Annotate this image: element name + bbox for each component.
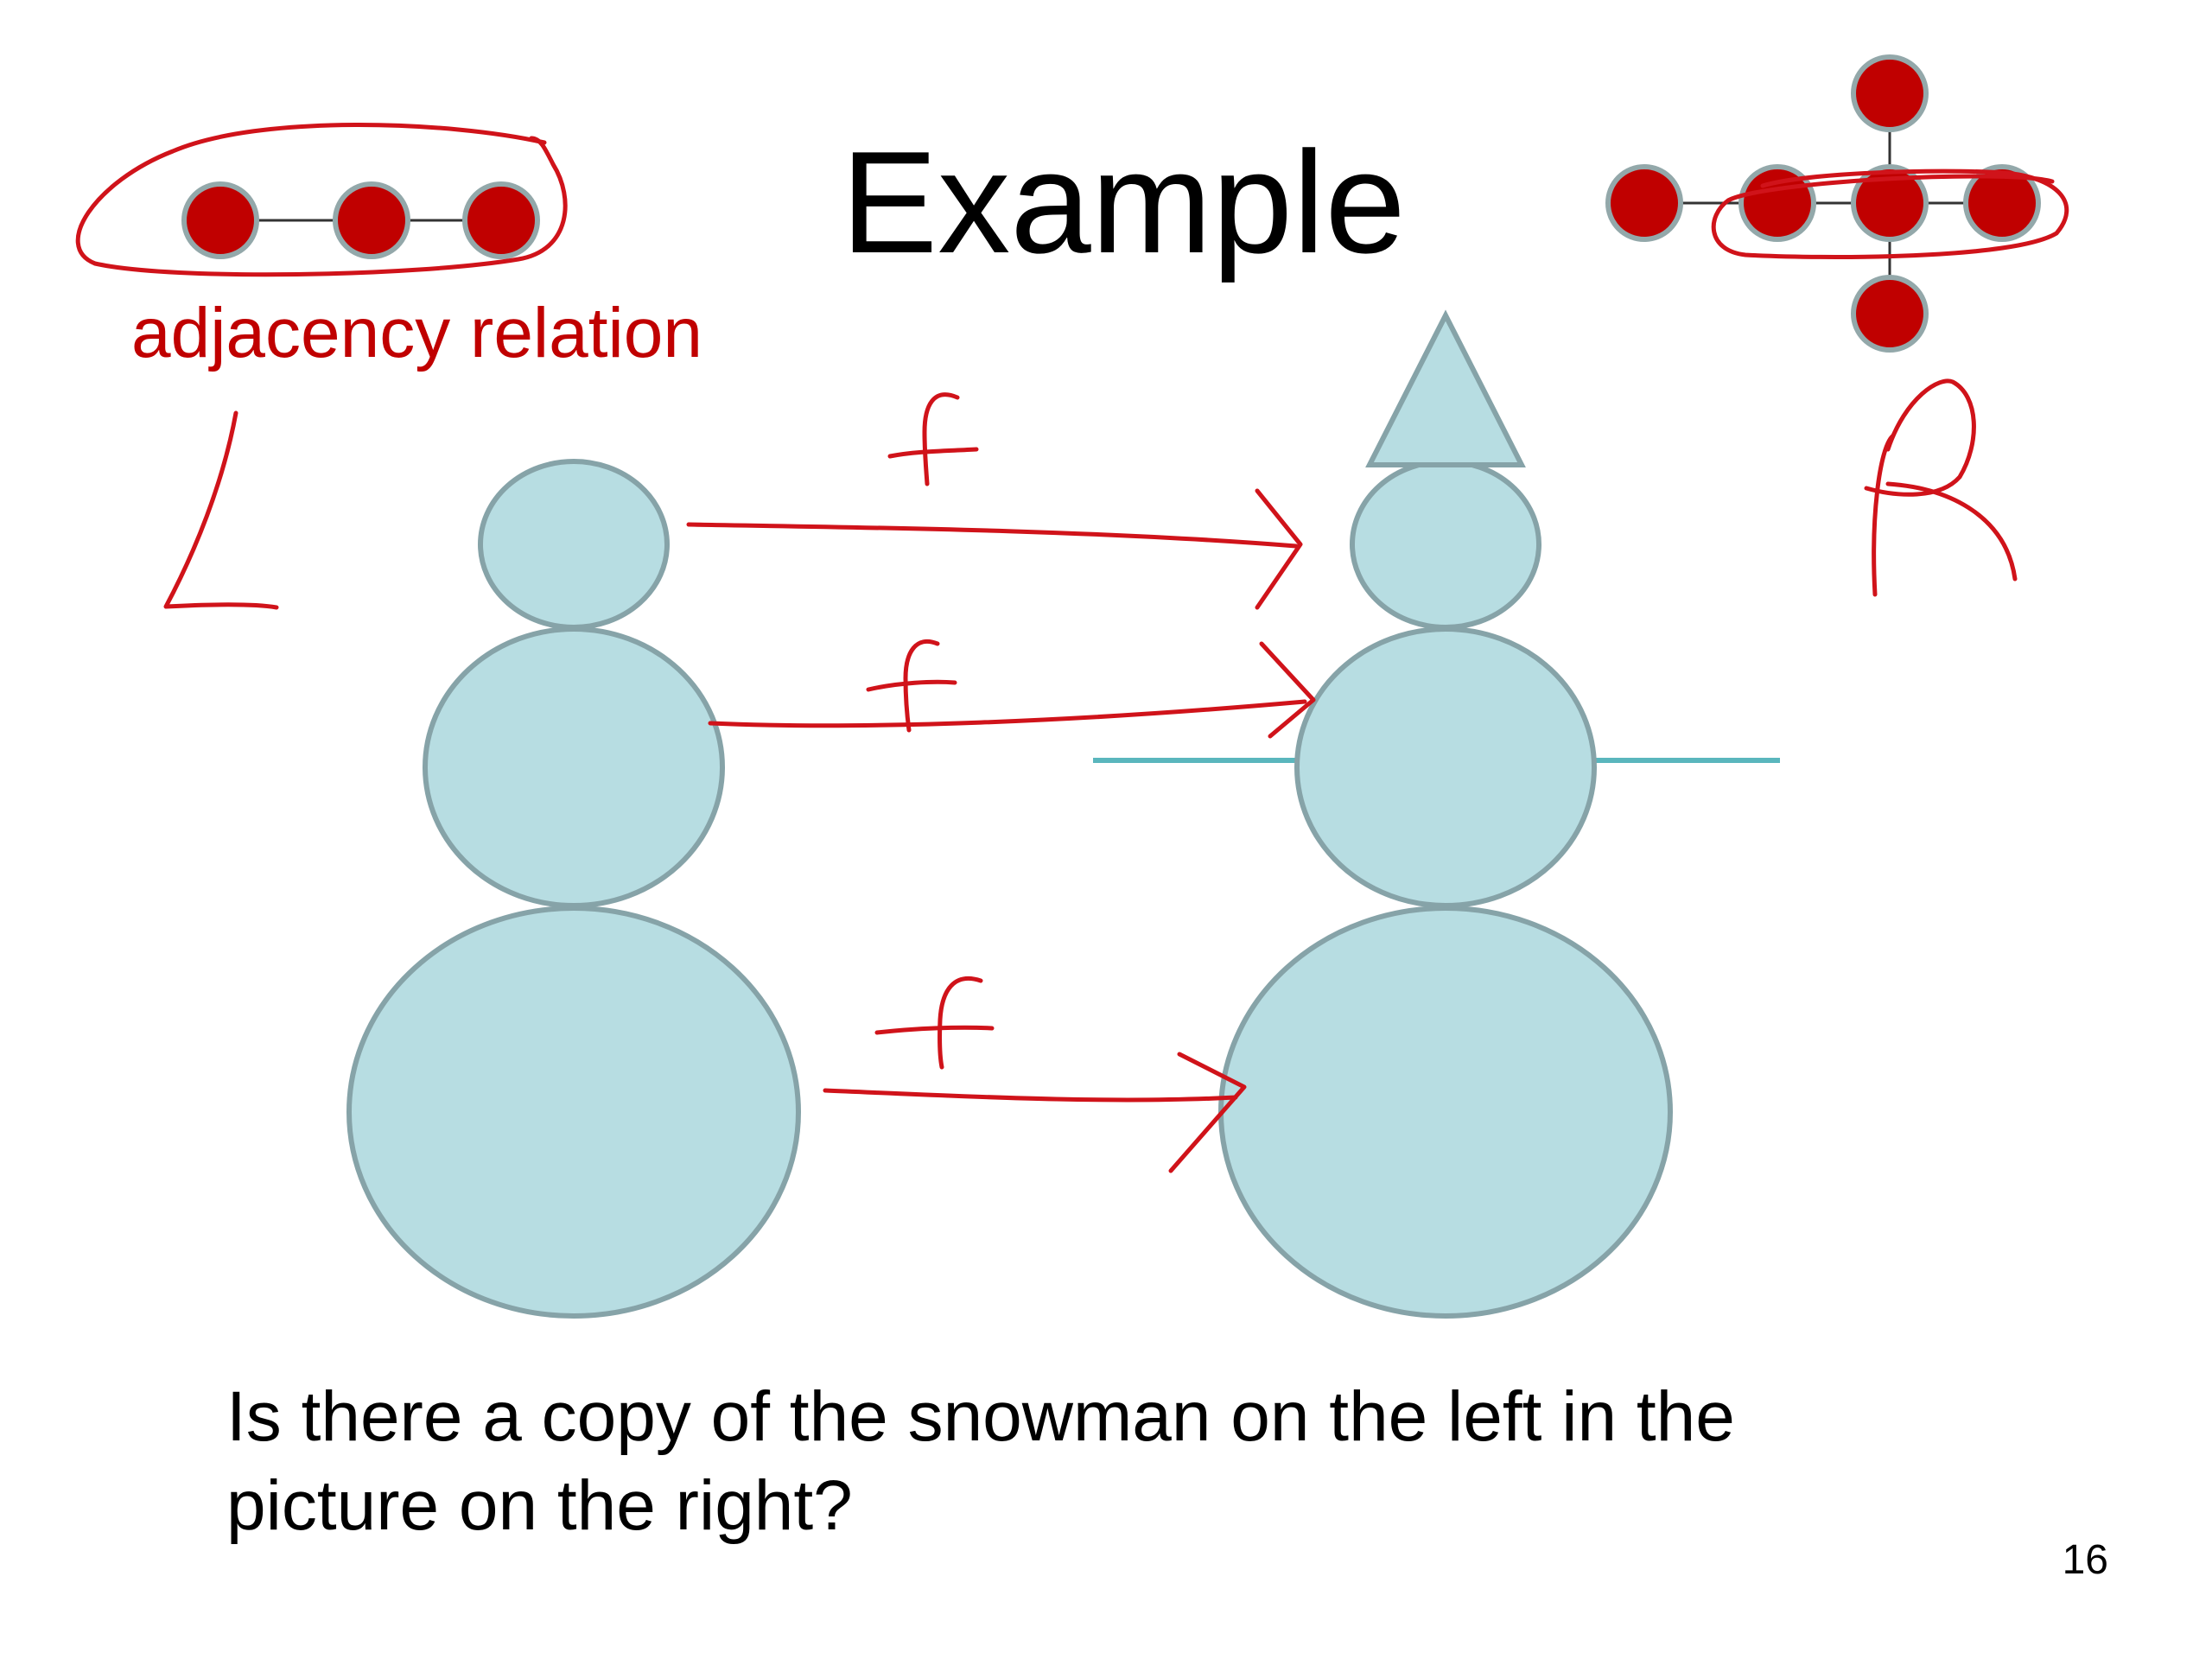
ink-loop-left-pattern (75, 123, 568, 277)
page-number: 16 (2062, 1537, 2108, 1583)
ink-arrow-head-to-head (686, 522, 1299, 549)
ink-arrowhead (1259, 641, 1316, 739)
snowman-bottom-ball (346, 906, 801, 1319)
ink-letter-f (922, 392, 960, 486)
node (1851, 275, 1929, 353)
node (1851, 54, 1929, 132)
slide-title: Example (841, 121, 1406, 283)
snowman-middle-ball (1294, 626, 1597, 908)
handwritten-annotations (75, 123, 2069, 1173)
snowman-head (478, 459, 670, 630)
node (333, 181, 410, 259)
ink-arrow-bottom-to-bottom (823, 1088, 1238, 1103)
ink-letter-f (903, 639, 940, 733)
ink-letter-f-bar (874, 1025, 995, 1035)
ink-loop-right-pattern (1711, 168, 2069, 259)
ink-letter-l (163, 410, 279, 610)
snowman-right (1093, 309, 1780, 1319)
node (1851, 164, 1929, 242)
ink-arrow-middle-to-middle (708, 699, 1307, 728)
snowman-left (346, 459, 801, 1319)
ink-letter-f-bar (887, 447, 979, 459)
snowman-middle-ball (423, 626, 725, 908)
ink-letter-r-leg (1885, 481, 2018, 582)
ink-letter-f (938, 976, 983, 1070)
adjacency-relation-label: adjacency relation (131, 294, 702, 372)
node (1605, 164, 1683, 242)
snowman-hat (1365, 309, 1526, 467)
node (181, 181, 259, 259)
ink-arrowhead (1255, 488, 1303, 610)
node (462, 181, 540, 259)
ink-arrowhead (1168, 1052, 1247, 1173)
question-text: Is there a copy of the snowman on the le… (226, 1377, 1735, 1546)
node (1963, 164, 2041, 242)
adjacency-pattern-right (1605, 54, 2041, 353)
ink-letter-r-bowl (1864, 378, 1976, 497)
snowman-head (1350, 459, 1541, 630)
adjacency-pattern-left (181, 181, 540, 259)
ink-letter-f-bar (866, 679, 957, 692)
snowman-bottom-ball (1218, 906, 1673, 1319)
ink-letter-r-stem (1872, 434, 1895, 597)
